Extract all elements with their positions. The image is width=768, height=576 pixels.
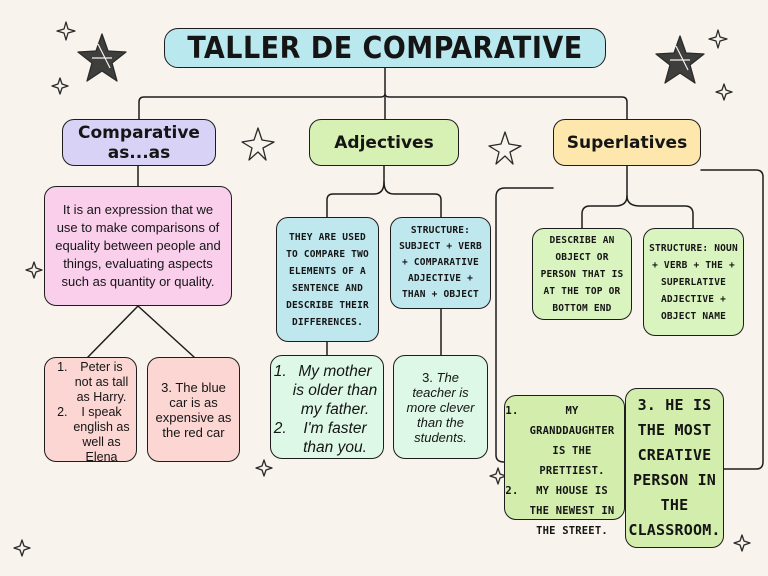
superlatives-definition: Describe an object or person that is at … — [532, 228, 632, 320]
superlatives-examples-list: My granddaughter is the prettiest. My ho… — [510, 401, 619, 541]
sparkle-icon — [51, 77, 69, 95]
adjectives-example-3-number: 3. — [422, 369, 433, 385]
comparative-example-1: Peter is not as tall as Harry. — [71, 360, 132, 405]
superlatives-structure: Structure: noun + verb + the + superlati… — [643, 228, 744, 336]
adjectives-examples-list: My mother is older than my father. I'm f… — [275, 362, 379, 457]
adjectives-definition: They are used to compare two elements of… — [276, 217, 379, 342]
sparkle-icon — [255, 459, 273, 477]
adjectives-examples: My mother is older than my father. I'm f… — [270, 355, 384, 459]
superlatives-example-2: My house is the newest in the street. — [525, 481, 619, 541]
category-comparative: Comparative as...as — [62, 119, 216, 166]
sparkle-icon — [708, 29, 728, 49]
category-superlatives-label: Superlatives — [566, 132, 688, 153]
comparative-examples: Peter is not as tall as Harry. I speak e… — [44, 357, 137, 465]
sparkle-icon — [733, 534, 751, 552]
sparkle-icon — [241, 127, 275, 161]
comparative-example-3-text: 3. The blue car is as expensive as the r… — [155, 379, 232, 440]
title-box: TALLER DE COMPARATIVE — [164, 28, 606, 68]
comparative-example-3: 3. The blue car is as expensive as the r… — [147, 357, 240, 462]
adjectives-example-2: I'm faster than you. — [291, 419, 379, 457]
superlatives-definition-text: Describe an object or person that is at … — [540, 234, 624, 314]
category-superlatives: Superlatives — [553, 119, 701, 166]
page-title: TALLER DE COMPARATIVE — [187, 30, 583, 66]
superlatives-examples: My granddaughter is the prettiest. My ho… — [504, 395, 625, 537]
sparkle-icon — [25, 261, 43, 279]
star-icon — [655, 35, 705, 84]
adjectives-structure: Structure: subject + verb + comparative … — [390, 217, 491, 309]
superlatives-structure-text: Structure: noun + verb + the + superlati… — [649, 242, 738, 322]
sparkle-icon — [488, 131, 522, 165]
category-adjectives-label: Adjectives — [334, 132, 434, 153]
comparative-example-2: I speak english as well as Elena — [71, 405, 132, 465]
superlatives-example-3-text: 3. He is the most creative person in the… — [628, 396, 721, 539]
adjectives-example-3: 3. The teacher is more clever than the s… — [393, 355, 488, 459]
category-comparative-label: Comparative as...as — [78, 122, 200, 163]
adjectives-definition-text: They are used to compare two elements of… — [286, 231, 369, 328]
comparative-definition: It is an expression that we use to make … — [44, 186, 232, 306]
superlatives-example-3: 3. He is the most creative person in the… — [625, 388, 724, 548]
sparkle-icon — [715, 83, 733, 101]
comparative-examples-list: Peter is not as tall as Harry. I speak e… — [49, 360, 132, 465]
comparative-definition-text: It is an expression that we use to make … — [55, 202, 221, 289]
sparkle-icon — [13, 539, 31, 557]
superlatives-example-1: My granddaughter is the prettiest. — [525, 401, 619, 481]
adjectives-example-1: My mother is older than my father. — [291, 362, 379, 419]
sparkle-icon — [489, 467, 507, 485]
category-adjectives: Adjectives — [309, 119, 459, 166]
star-icon — [77, 33, 127, 82]
sparkle-icon — [56, 21, 76, 41]
adjectives-structure-text: Structure: subject + verb + comparative … — [399, 225, 482, 300]
adjectives-example-3-text: The teacher is more clever than the stud… — [406, 369, 475, 445]
